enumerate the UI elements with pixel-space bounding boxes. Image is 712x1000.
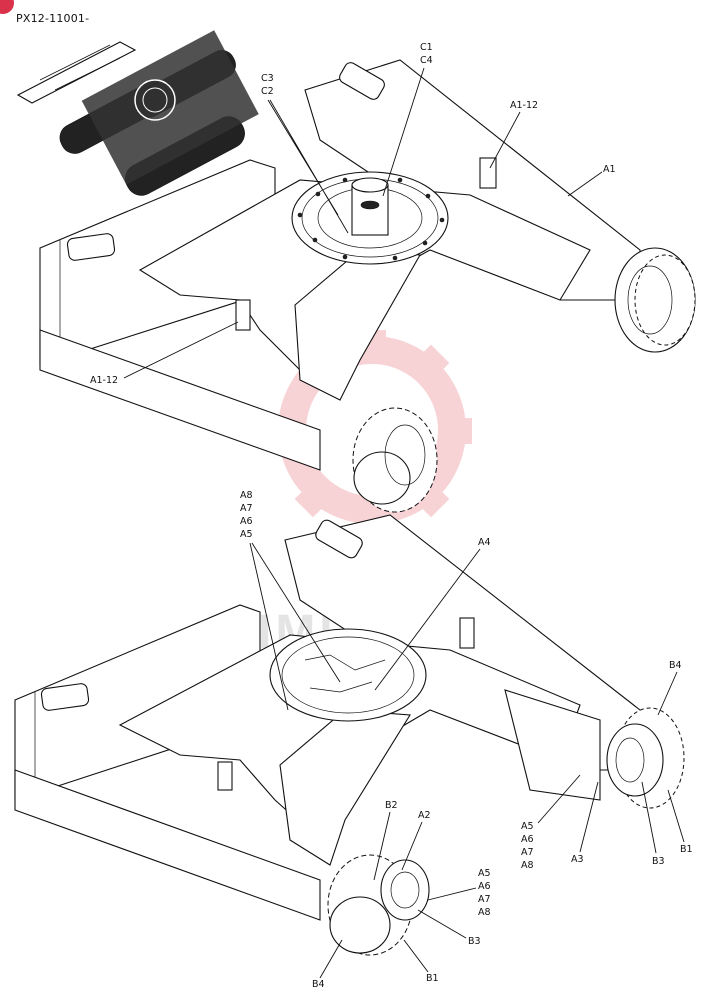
document-code: PX12-11001- bbox=[16, 12, 90, 25]
svg-text:B3: B3 bbox=[652, 856, 665, 867]
svg-text:A6: A6 bbox=[240, 516, 253, 527]
callout-b2: B2 bbox=[373, 800, 398, 881]
svg-text:C3: C3 bbox=[261, 73, 274, 84]
svg-text:A3: A3 bbox=[571, 854, 584, 865]
svg-text:A5: A5 bbox=[521, 821, 534, 832]
bottom-frame-assembly bbox=[14, 514, 685, 956]
svg-text:A1: A1 bbox=[603, 164, 616, 175]
callout-b3-lower: B3 bbox=[417, 909, 481, 947]
svg-text:A6: A6 bbox=[478, 881, 491, 892]
svg-text:A6: A6 bbox=[521, 834, 534, 845]
svg-text:C4: C4 bbox=[420, 55, 433, 66]
callout-b1-right: B1 bbox=[667, 789, 693, 855]
svg-text:A4: A4 bbox=[478, 537, 491, 548]
corner-badge bbox=[0, 0, 14, 14]
callout-c1c4: C1 C4 bbox=[382, 42, 433, 197]
svg-text:C2: C2 bbox=[261, 86, 274, 97]
callout-a1: A1 bbox=[567, 164, 616, 197]
svg-text:B2: B2 bbox=[385, 800, 398, 811]
svg-text:C1: C1 bbox=[420, 42, 433, 53]
callout-a4: A4 bbox=[374, 537, 491, 691]
svg-text:A1-12: A1-12 bbox=[510, 100, 538, 111]
callout-a3: A3 bbox=[571, 781, 599, 865]
callout-a1-12-top: A1-12 bbox=[489, 100, 538, 169]
svg-text:A8: A8 bbox=[478, 907, 491, 918]
svg-text:A1-12: A1-12 bbox=[90, 375, 118, 386]
svg-text:B3: B3 bbox=[468, 936, 481, 947]
callout-b3-right: B3 bbox=[641, 781, 665, 867]
svg-text:A8: A8 bbox=[240, 490, 253, 501]
svg-text:A7: A7 bbox=[240, 503, 253, 514]
callout-b4-right: B4 bbox=[657, 660, 682, 716]
svg-text:A8: A8 bbox=[521, 860, 534, 871]
callout-b4-lower: B4 bbox=[312, 939, 343, 990]
svg-text:A7: A7 bbox=[521, 847, 534, 858]
callout-b1-lower: B1 bbox=[403, 939, 439, 984]
callout-a5-a8-right: A5 A6 A7 A8 bbox=[521, 774, 581, 871]
svg-text:A2: A2 bbox=[418, 810, 431, 821]
svg-text:B4: B4 bbox=[669, 660, 682, 671]
top-frame-assembly bbox=[39, 59, 696, 513]
callout-a2: A2 bbox=[401, 810, 431, 871]
callout-a1-12-left: A1-12 bbox=[90, 321, 239, 386]
svg-text:A5: A5 bbox=[478, 868, 491, 879]
callout-c3c2: C3 C2 bbox=[261, 73, 349, 234]
svg-text:A7: A7 bbox=[478, 894, 491, 905]
excavator-thumbnail bbox=[16, 30, 259, 196]
svg-text:A5: A5 bbox=[240, 529, 253, 540]
svg-text:B1: B1 bbox=[680, 844, 693, 855]
callout-a5-a8-lower: A5 A6 A7 A8 bbox=[427, 868, 491, 918]
callout-a8-a5: A8 A7 A6 A5 bbox=[240, 490, 341, 711]
svg-text:B4: B4 bbox=[312, 979, 325, 990]
svg-text:B1: B1 bbox=[426, 973, 439, 984]
